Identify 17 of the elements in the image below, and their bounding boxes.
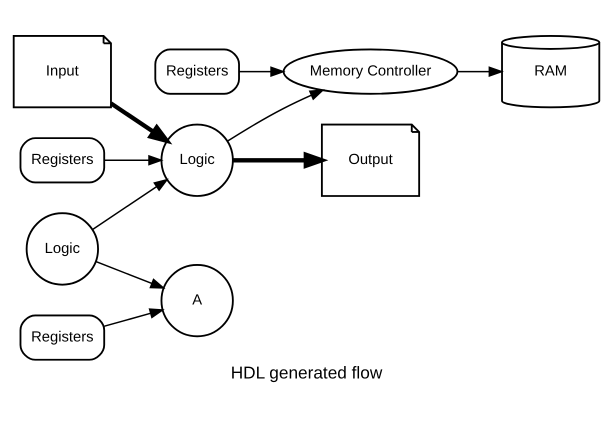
- arrow: [232, 152, 328, 169]
- arrow: [96, 260, 166, 289]
- node-box: Registers: [154, 48, 240, 95]
- arrow: [92, 178, 169, 230]
- node-box: Registers: [20, 137, 106, 184]
- caption: HDL generated flow: [230, 362, 382, 382]
- arrow: [458, 66, 504, 77]
- arrow: [104, 308, 165, 327]
- arrow: [110, 102, 172, 144]
- arrow: [227, 89, 325, 142]
- arrow: [239, 66, 286, 77]
- arrow: [104, 154, 164, 166]
- node-box: Registers: [20, 314, 106, 361]
- node-ellipse: Memory Controller: [282, 48, 458, 95]
- node-circle: A: [160, 264, 234, 338]
- node-circle: Logic: [160, 124, 234, 197]
- node-circle: Logic: [26, 212, 99, 286]
